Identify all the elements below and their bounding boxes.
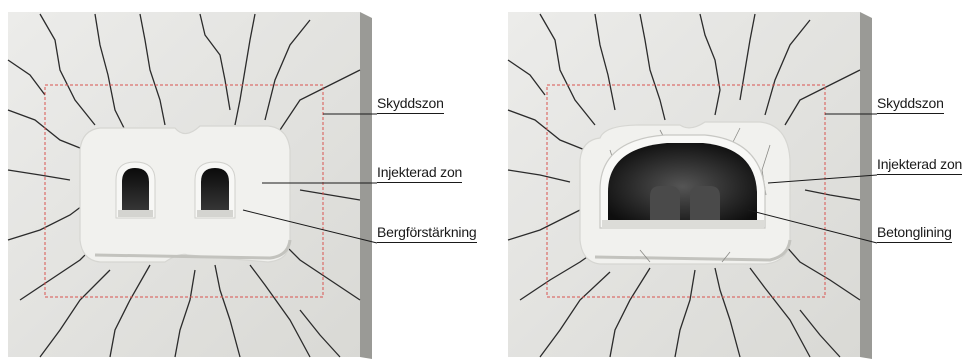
- label-concrete-lining: Betonglining: [877, 224, 952, 243]
- label-protection-zone: Skyddszon: [877, 95, 944, 114]
- tunnel-portal-right: [195, 162, 235, 218]
- left-diagram-panel: Skyddszon Injekterad zon Bergförstärknin…: [0, 0, 490, 359]
- right-tunnel-illustration: [490, 0, 980, 359]
- tunnel-portal-left: [116, 162, 155, 218]
- label-protection-zone: Skyddszon: [377, 95, 444, 114]
- grouted-zone: [80, 126, 290, 262]
- right-diagram-panel: Skyddszon Injekterad zon Betonglining: [490, 0, 980, 359]
- rock-side-face: [360, 12, 372, 359]
- tunnel-interior: [608, 143, 757, 222]
- label-rock-reinforcement: Bergförstärkning: [377, 224, 477, 243]
- label-grouted-zone: Injekterad zon: [877, 156, 962, 175]
- label-grouted-zone: Injekterad zon: [377, 164, 462, 183]
- rock-side-face: [860, 12, 872, 359]
